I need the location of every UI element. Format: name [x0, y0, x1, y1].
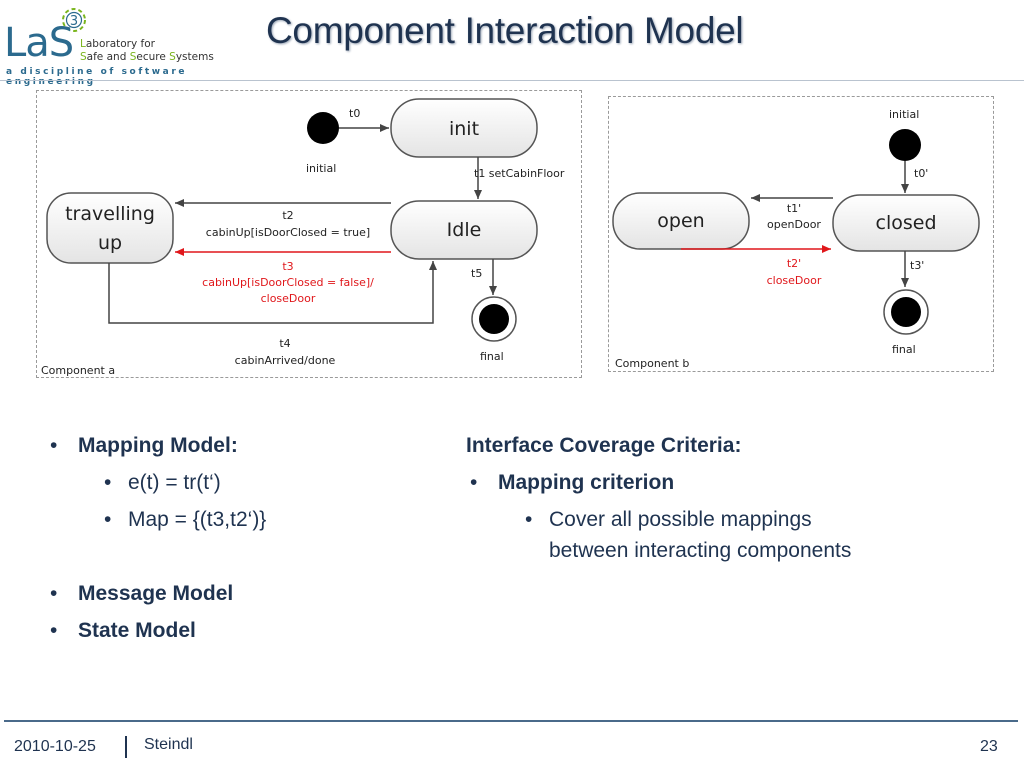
list-item-mapping-model: •Mapping Model:: [50, 434, 238, 457]
bullet-icon: •: [50, 582, 58, 605]
state-travelling-label-line1: travelling: [65, 203, 155, 225]
transition-t4-name: t4: [279, 337, 290, 350]
logo-wordmark: LaS: [4, 20, 74, 66]
bullet-icon: •: [470, 471, 478, 494]
final-node-b-core: [891, 297, 921, 327]
logo-seal-icon: 3: [62, 8, 86, 32]
final-label-b: final: [892, 343, 916, 356]
state-init: [390, 98, 538, 158]
logo-seal-number: 3: [70, 14, 78, 29]
component-b-label: Component b: [615, 357, 689, 370]
state-open-label: open: [657, 210, 704, 232]
footer-date: 2010-10-25: [14, 738, 96, 755]
transition-t0-label: t0: [349, 107, 360, 120]
transition-t1p-event: openDoor: [767, 218, 821, 231]
transition-t3-guard: cabinUp[isDoorClosed = false]/: [202, 276, 374, 289]
bullet-icon: •: [525, 508, 533, 531]
list-item-mapping-criterion-sub1: •Cover all possible mappings: [525, 508, 812, 531]
bullet-icon: •: [50, 619, 58, 642]
component-a-label: Component a: [41, 364, 115, 377]
coverage-criteria-heading: Interface Coverage Criteria:: [466, 434, 742, 457]
state-travelling-label-line2: up: [98, 232, 122, 254]
slide-title: Component Interaction Model: [266, 10, 744, 51]
state-idle: [390, 200, 538, 260]
transition-t2-guard: cabinUp[isDoorClosed = true]: [206, 226, 370, 239]
state-idle-label: Idle: [447, 219, 482, 241]
transition-t3-action: closeDoor: [261, 292, 316, 305]
final-label-a: final: [480, 350, 504, 363]
state-closed-label: closed: [876, 212, 937, 234]
transition-t3-name: t3: [282, 260, 293, 273]
transition-t1p-name: t1': [787, 202, 801, 215]
component-a-panel: initial t0 init t1 setCabinFloor Idle tr…: [36, 90, 582, 378]
transition-t0p-label: t0': [914, 167, 928, 180]
las-logo: 3 LaS Laboratory for Safe and Secure Sys…: [0, 0, 250, 87]
initial-node-a: [307, 112, 339, 144]
bullet-icon: •: [104, 471, 112, 494]
list-item-state-model: •State Model: [50, 619, 196, 642]
component-b-diagram: initial t0' closed open t1' openDoor t2'…: [612, 108, 980, 370]
bullet-icon: •: [104, 508, 112, 531]
list-item-mapping-criterion-sub1-line2: between interacting components: [549, 539, 852, 562]
state-closed: [832, 194, 980, 252]
list-item-mapping-sub1: •e(t) = tr(t‘): [104, 471, 221, 494]
initial-node-b: [889, 129, 921, 161]
initial-label-b: initial: [889, 108, 919, 121]
bullet-icon: •: [50, 434, 58, 457]
list-item-mapping-sub2: •Map = {(t3,t2‘)}: [104, 508, 267, 531]
final-node-a-core: [479, 304, 509, 334]
state-travelling-up: [46, 192, 174, 264]
component-a-diagram: initial t0 init t1 setCabinFloor Idle tr…: [41, 98, 565, 377]
footer-separator: [125, 736, 127, 758]
transition-t4-event: cabinArrived/done: [235, 354, 336, 367]
transition-t2p-event: closeDoor: [767, 274, 822, 287]
transition-t4: [108, 261, 437, 324]
page-number: 23: [980, 738, 998, 755]
logo-lab-name: Laboratory for Safe and Secure Systems: [80, 38, 214, 63]
transition-t5-label: t5: [471, 267, 482, 280]
initial-label-a: initial: [306, 162, 336, 175]
footer-divider: [4, 720, 1018, 722]
list-item-mapping-criterion: •Mapping criterion: [470, 471, 675, 494]
component-b-panel: initial t0' closed open t1' openDoor t2'…: [608, 96, 994, 372]
logo-tagline: a discipline of software engineering: [6, 67, 188, 87]
transition-t1-label: t1 setCabinFloor: [474, 167, 565, 180]
state-init-label: init: [449, 118, 479, 140]
footer-author: Steindl: [144, 736, 193, 753]
transition-t2-name: t2: [282, 209, 293, 222]
transition-t3p-label: t3': [910, 259, 924, 272]
header-divider: [0, 80, 1024, 81]
transition-t2p-name: t2': [787, 257, 801, 270]
list-item-message-model: •Message Model: [50, 582, 234, 605]
